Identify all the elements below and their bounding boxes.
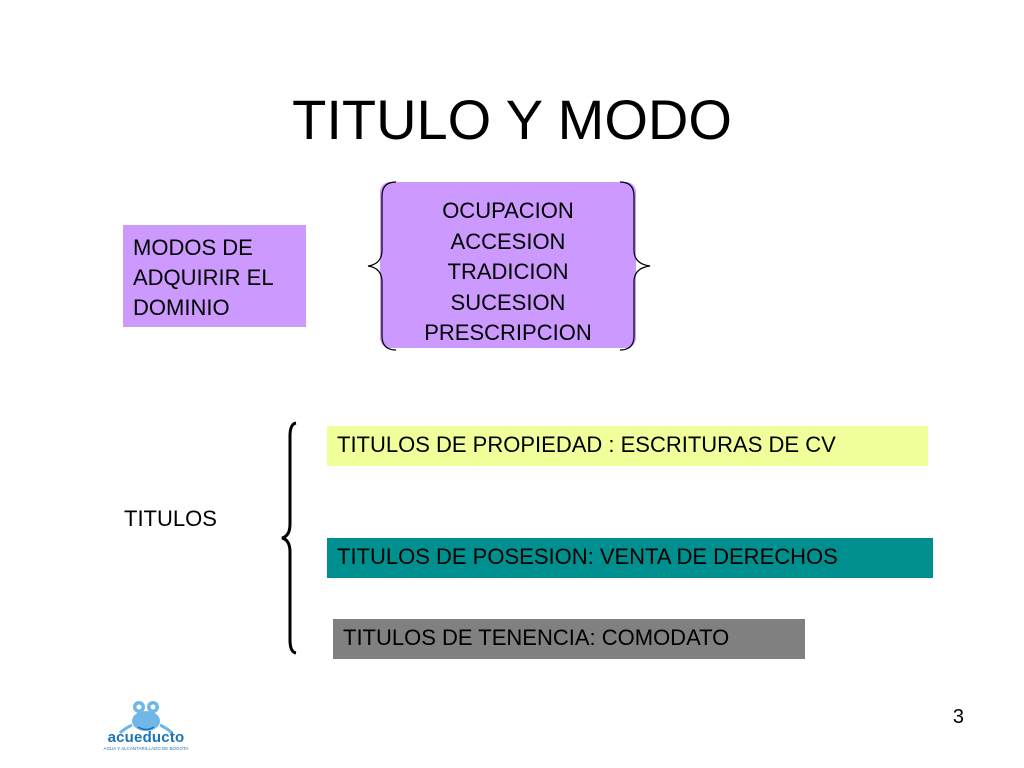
modes-brace-icon [367, 181, 651, 351]
titulos-brace-icon [281, 421, 297, 655]
modos-line: MODOS DE [133, 235, 253, 260]
slide-title: TITULO Y MODO [292, 88, 732, 151]
titulo-posesion-box: TITULOS DE POSESION: VENTA DE DERECHOS [327, 538, 933, 578]
titulos-label: TITULOS [124, 506, 217, 531]
titulo-tenencia-box: TITULOS DE TENENCIA: COMODATO [333, 619, 805, 659]
modes-list: OCUPACION ACCESION TRADICION SUCESION PR… [380, 196, 636, 349]
mode-item: SUCESION [450, 289, 566, 315]
titulo-propiedad-box: TITULOS DE PROPIEDAD : ESCRITURAS DE CV [327, 426, 928, 466]
mode-item: PRESCRIPCION [424, 320, 592, 345]
modos-line: ADQUIRIR EL [133, 265, 274, 290]
modes-box [380, 182, 636, 348]
frog-logo-icon [118, 701, 174, 735]
mode-item: OCUPACION [442, 198, 574, 223]
acueducto-logo: acueducto AGUA Y ALCANTARILLADO DE BOGOT… [98, 695, 194, 755]
logo-wordmark: acueducto [107, 729, 185, 746]
mode-item: TRADICION [447, 259, 569, 284]
mode-item: ACCESION [450, 228, 566, 254]
modos-box: MODOS DE ADQUIRIR EL DOMINIO [123, 225, 306, 327]
modos-line: DOMINIO [133, 295, 230, 320]
page-number: 3 [952, 706, 964, 728]
logo-tagline: AGUA Y ALCANTARILLADO DE BOGOTA [103, 746, 189, 751]
